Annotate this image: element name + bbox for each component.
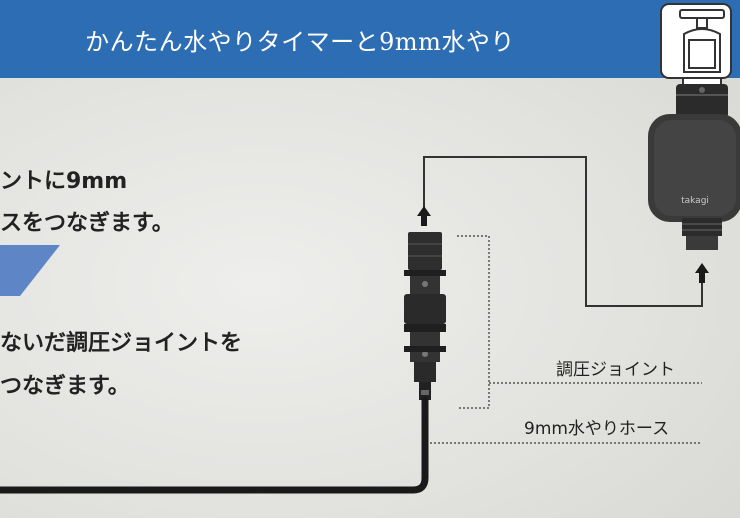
arrow-up-icon bbox=[695, 263, 709, 283]
label-pressure-joint: 調圧ジョイント bbox=[556, 360, 675, 380]
pressure-joint bbox=[404, 232, 446, 400]
header-banner: かんたん水やりタイマーと9mm水やり bbox=[0, 0, 740, 78]
water-hose bbox=[0, 396, 429, 494]
step1-line2: スをつなぎます。 bbox=[0, 211, 174, 236]
banner-title: かんたん水やりタイマーと9mm水やり bbox=[85, 28, 515, 56]
faucet-icon bbox=[660, 3, 732, 87]
label-hose: 9mm水やりホース bbox=[524, 419, 670, 439]
water-timer bbox=[648, 84, 740, 250]
arrow-up-icon bbox=[417, 206, 431, 226]
step1-line1: ントに9mm bbox=[0, 169, 128, 194]
step-chevron-icon bbox=[0, 245, 60, 296]
joint-bracket bbox=[457, 235, 490, 409]
step2-line1: ないだ調圧ジョイントを bbox=[0, 331, 243, 356]
timer-brand: takagi bbox=[681, 196, 709, 206]
connection-line bbox=[423, 156, 703, 307]
step2-line2: つなぎます。 bbox=[0, 374, 130, 399]
